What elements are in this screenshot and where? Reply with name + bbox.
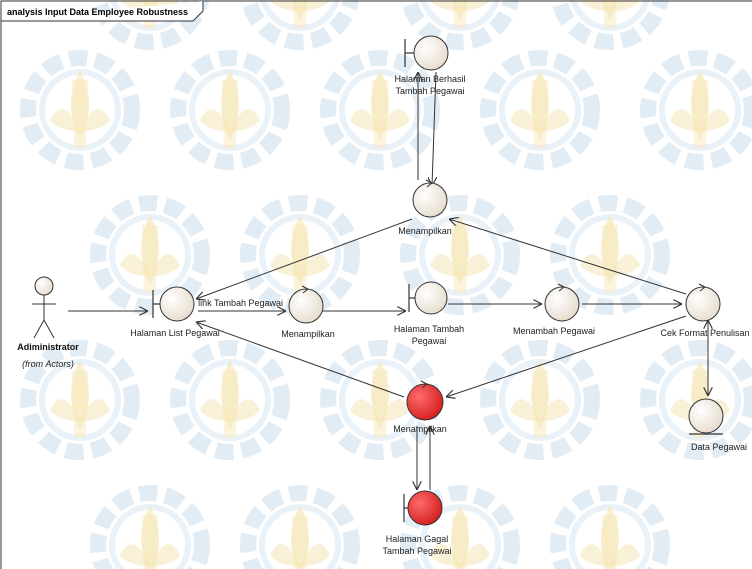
control-icon	[544, 283, 580, 322]
boundary-halaman-gagal[interactable]: Halaman Gagal Tambah Pegawai	[382, 490, 452, 556]
control-icon	[406, 380, 444, 421]
connector-cek-menampilkan-bottom	[446, 315, 687, 397]
label-line-1: Halaman Berhasil	[394, 74, 465, 84]
label-line-1: Data Pegawai	[691, 442, 747, 452]
boundary-halaman-berhasil[interactable]: Halaman Berhasil Tambah Pegawai	[394, 35, 466, 96]
boundary-halaman-tambah-pegawai[interactable]: Halaman Tambah Pegawai	[394, 281, 464, 346]
control-icon	[685, 283, 721, 322]
control-icon	[288, 285, 324, 324]
label-line-2: Tambah Pegawai	[395, 86, 464, 96]
control-cek-format-penulisan[interactable]: Cek Format Penulisan	[660, 283, 750, 338]
entity-icon	[688, 398, 724, 435]
label-line-1: Menambah Pegawai	[513, 326, 595, 336]
control-menampilkan-top[interactable]: Menampilkan	[398, 179, 452, 236]
control-menampilkan-mid[interactable]: Menampilkan	[281, 285, 335, 339]
watermark-layer	[28, 0, 752, 569]
label-line-1: Menampilkan	[393, 424, 447, 434]
label-line-1: Halaman Tambah	[394, 324, 464, 334]
control-icon	[412, 179, 448, 218]
actor-name: Adiministrator	[17, 342, 79, 352]
connector-cek-menampilkan-top	[449, 219, 687, 295]
boundary-halaman-list-pegawai[interactable]: Halaman List Pegawai	[130, 286, 220, 338]
boundary-icon	[403, 490, 443, 526]
connector-berhasil-menampilkan-top	[432, 71, 436, 186]
connector-menampilkan-bottom-list	[196, 322, 405, 398]
connector-menampilkan-top-list	[196, 218, 413, 299]
actor-administrator[interactable]: Adiministrator (from Actors)	[17, 276, 79, 369]
label-line-1: Menampilkan	[398, 226, 452, 236]
label-line-1: Cek Format Penulisan	[660, 328, 749, 338]
connector-label-link-tambah: link Tambah Pegawai	[198, 298, 283, 308]
control-menambah-pegawai[interactable]: Menambah Pegawai	[513, 283, 595, 336]
label-line-1: Halaman List Pegawai	[130, 328, 220, 338]
frame-title: analysis Input Data Employee Robustness	[7, 7, 188, 17]
label-line-2: Pegawai	[412, 336, 447, 346]
boundary-icon	[152, 286, 195, 322]
label-line-1: Menampilkan	[281, 329, 335, 339]
label-line-1: Halaman Gagal	[386, 534, 449, 544]
actor-note: (from Actors)	[22, 359, 74, 369]
entity-data-pegawai[interactable]: Data Pegawai	[688, 398, 747, 452]
connectors	[68, 71, 708, 490]
control-menampilkan-bottom[interactable]: Menampilkan	[393, 380, 447, 434]
boundary-icon	[408, 281, 448, 315]
label-line-2: Tambah Pegawai	[382, 546, 451, 556]
boundary-icon	[404, 35, 449, 71]
actor-icon	[32, 276, 56, 339]
